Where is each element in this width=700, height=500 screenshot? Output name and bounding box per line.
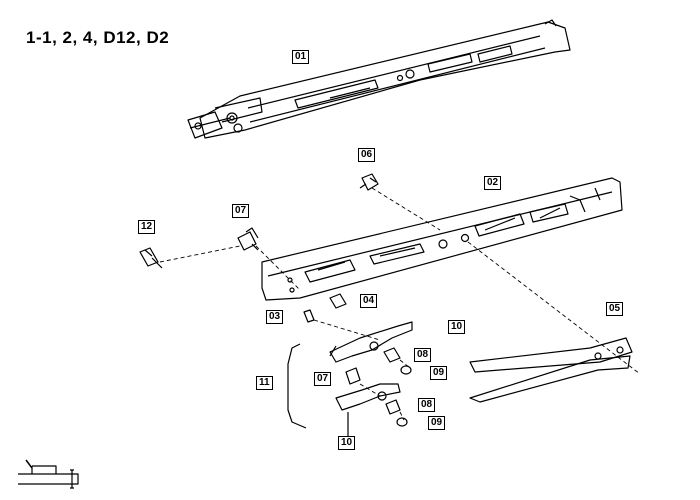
callout-05: 05	[606, 302, 624, 316]
callout-06: 06	[358, 148, 376, 162]
part-07-stud-lower	[345, 367, 361, 385]
part-08-nut-lower	[385, 399, 401, 415]
part-10-lever-upper	[329, 321, 413, 363]
callout-10-lower: 10	[338, 436, 356, 450]
part-12-bolt	[139, 247, 163, 269]
callout-09-upper: 09	[430, 366, 448, 380]
part-07-stud-upper	[237, 227, 259, 251]
callout-07-lower: 07	[314, 372, 332, 386]
callout-09-lower: 09	[428, 416, 446, 430]
part-03-pin	[303, 309, 315, 323]
callout-12: 12	[138, 220, 156, 234]
part-02-main-bar	[261, 177, 623, 301]
assembly-lines	[159, 187, 641, 421]
callout-11: 11	[256, 376, 273, 390]
callout-10-upper: 10	[448, 320, 466, 334]
part-05-fork	[469, 337, 633, 403]
part-04-bushing	[329, 293, 347, 309]
callout-08-upper: 08	[414, 348, 432, 362]
callout-08-lower: 08	[418, 398, 436, 412]
part-09-washer-upper	[400, 365, 412, 375]
part-09-washer-lower	[396, 417, 408, 427]
callout-04: 04	[360, 294, 378, 308]
callout-03: 03	[266, 310, 284, 324]
callout-02: 02	[484, 176, 502, 190]
part-06-screw	[359, 173, 379, 191]
callout-07-upper: 07	[232, 204, 250, 218]
diagram-title: 1-1, 2, 4, D12, D2	[26, 28, 170, 47]
part-08-nut-upper	[383, 347, 401, 363]
corner-view-icon	[18, 459, 79, 489]
part-01-arm-assembly	[187, 19, 571, 139]
part-10-lever-lower	[335, 383, 401, 411]
group-bracket-11	[287, 343, 307, 429]
callout-01: 01	[292, 50, 310, 64]
